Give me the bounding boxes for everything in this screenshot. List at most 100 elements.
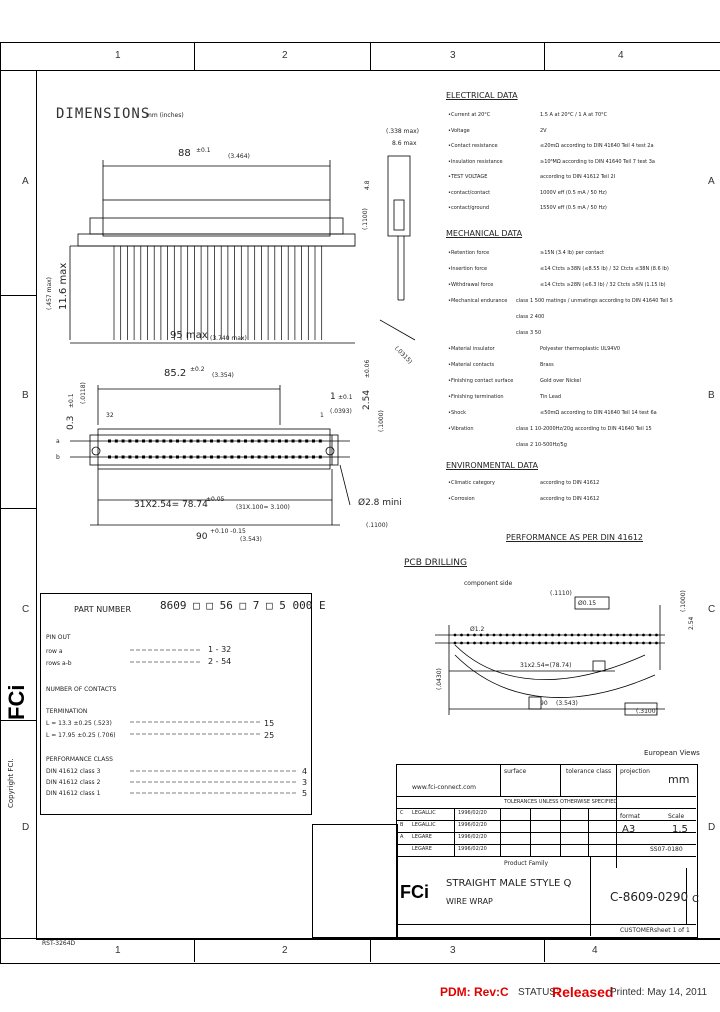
website: www.fci-connect.com xyxy=(412,784,476,791)
pin-label-32: 32 xyxy=(106,412,114,419)
pin-label-1: 1 xyxy=(320,412,324,419)
dim-11-6max-in: (.457 max) xyxy=(46,276,53,310)
dim-2-54-tol: ±0.06 xyxy=(364,359,371,378)
revision-date: 1996/02/20 xyxy=(458,810,487,816)
drawing-frame xyxy=(0,42,720,964)
pcb-d9: 2.54 xyxy=(688,616,695,630)
dim-88-tol: ±0.1 xyxy=(196,147,211,154)
pin-hole xyxy=(148,455,152,459)
dim-0-3-tol: ±0.1 xyxy=(68,393,75,408)
grid-row-a: A xyxy=(22,176,29,187)
pcb-d3: 31x2.54=(78.74) xyxy=(520,662,572,669)
pcb-hole xyxy=(479,641,483,645)
pcb-hole xyxy=(629,641,632,645)
connector-front-view xyxy=(69,160,356,344)
pin-hole xyxy=(148,439,152,443)
pin-hole xyxy=(298,455,302,459)
pin-hole xyxy=(257,455,261,459)
pin-hole xyxy=(305,455,309,459)
grid-col-2: 2 xyxy=(282,50,288,61)
mechanical-row-value: ≤14 Ctcts ≥38N (≤8.55 lb) / 32 Ctcts ≤38… xyxy=(540,266,669,272)
pcb-hole xyxy=(570,641,574,645)
pin-hole xyxy=(284,439,288,443)
pcb-hole xyxy=(538,641,541,645)
pcb-hole xyxy=(583,641,587,645)
pcb-hole xyxy=(577,641,580,645)
electrical-row-value: according to DIN 41612 Teil 2I xyxy=(540,174,616,180)
pcb-hole xyxy=(603,633,606,637)
cls3-val: 5 xyxy=(302,789,308,798)
revision-date: 1996/02/20 xyxy=(458,834,487,840)
pin-hole xyxy=(278,455,281,459)
pcb-hole xyxy=(531,633,535,637)
revision-by: LEGALLIC xyxy=(412,822,436,828)
dim-4-8: 4.8 xyxy=(364,180,371,190)
electrical-row-value: 2V xyxy=(540,127,547,134)
pcb-hole xyxy=(531,641,535,645)
mechanical-row-value: ≤14 Ctcts ≥28N (≤6.3 lb) / 32 Ctcts ≥5N … xyxy=(540,282,666,288)
dim-95max: 95 max xyxy=(170,330,208,341)
electrical-row-value: 1550V eff (0.5 mA / 50 Hz) xyxy=(540,205,607,211)
pcb-hole xyxy=(590,641,593,645)
dim-31x2-54-in: (31X.100= 3.100) xyxy=(236,504,290,511)
grid-col-1-bottom: 1 xyxy=(115,945,121,956)
pin-hole xyxy=(291,455,295,459)
connector-bottom-view xyxy=(70,385,351,526)
pcb-hole xyxy=(486,633,489,637)
pcb-hole xyxy=(616,641,619,645)
pcb-hole xyxy=(479,633,483,637)
pcb-hole xyxy=(648,641,652,645)
rows-a-val: 1 - 32 xyxy=(208,645,232,654)
pin-hole xyxy=(257,439,261,443)
part-number-box xyxy=(40,593,312,815)
sheet-label: sheet 1 of 1 xyxy=(654,927,690,934)
pin-hole xyxy=(196,455,200,459)
pin-hole xyxy=(155,439,159,443)
format-label: format xyxy=(620,813,641,820)
pcb-hole xyxy=(473,641,476,645)
pcb-hole xyxy=(642,641,645,645)
grid-col-4-bottom: 4 xyxy=(592,945,598,956)
revision-date: 1996/02/20 xyxy=(458,822,487,828)
pin-hole xyxy=(162,439,166,443)
status-label: STATUS: xyxy=(518,987,559,998)
pcb-hole xyxy=(590,633,593,637)
pin-hole xyxy=(210,455,213,459)
pcb-d4: 90 xyxy=(540,700,548,707)
dim-88-in: (3.464) xyxy=(228,153,250,160)
pin-hole xyxy=(250,455,254,459)
num-contacts-label: NUMBER OF CONTACTS xyxy=(46,686,117,693)
mechanical-row-label: •Material contacts xyxy=(448,362,495,368)
dim-8-6max: 8.6 max xyxy=(392,140,417,147)
performance-note: PERFORMANCE AS PER DIN 41612 xyxy=(506,533,644,542)
pin-hole xyxy=(128,455,132,459)
pcb-hole xyxy=(544,641,548,645)
pin-hole xyxy=(176,455,179,459)
pcb-hole xyxy=(622,633,626,637)
pin-hole xyxy=(264,455,268,459)
customer-label: CUSTOMER xyxy=(620,927,654,934)
grid-row-b-right: B xyxy=(708,390,715,401)
pcb-hole xyxy=(557,633,561,637)
pdm-rev: PDM: Rev:C xyxy=(440,985,509,999)
dim-11-6max: 11.6 max xyxy=(58,262,69,310)
pin-hole xyxy=(250,439,254,443)
electrical-row-label: •contact/ground xyxy=(448,205,490,211)
dim-2-54: 2.54 xyxy=(362,389,372,410)
dim-31x2-54-tol: ±0.05 xyxy=(206,496,225,503)
pin-hole xyxy=(189,455,193,459)
dim-85-2-in: (3.354) xyxy=(212,372,234,379)
cls1-val: 4 xyxy=(302,767,308,776)
pin-hole xyxy=(312,455,315,459)
term1-val: 15 xyxy=(264,719,275,728)
pcb-hole xyxy=(499,641,502,645)
pcb-hole xyxy=(642,633,645,637)
pcb-hole xyxy=(583,633,587,637)
dim-1100: (.1100) xyxy=(362,208,369,230)
environmental-row-label: •Climatic category xyxy=(448,480,495,486)
grid-col-3-bottom: 3 xyxy=(450,945,456,956)
pcb-hole xyxy=(460,633,463,637)
pcb-hole xyxy=(655,641,658,645)
pcb-hole xyxy=(525,633,528,637)
pin-hole xyxy=(135,439,139,443)
